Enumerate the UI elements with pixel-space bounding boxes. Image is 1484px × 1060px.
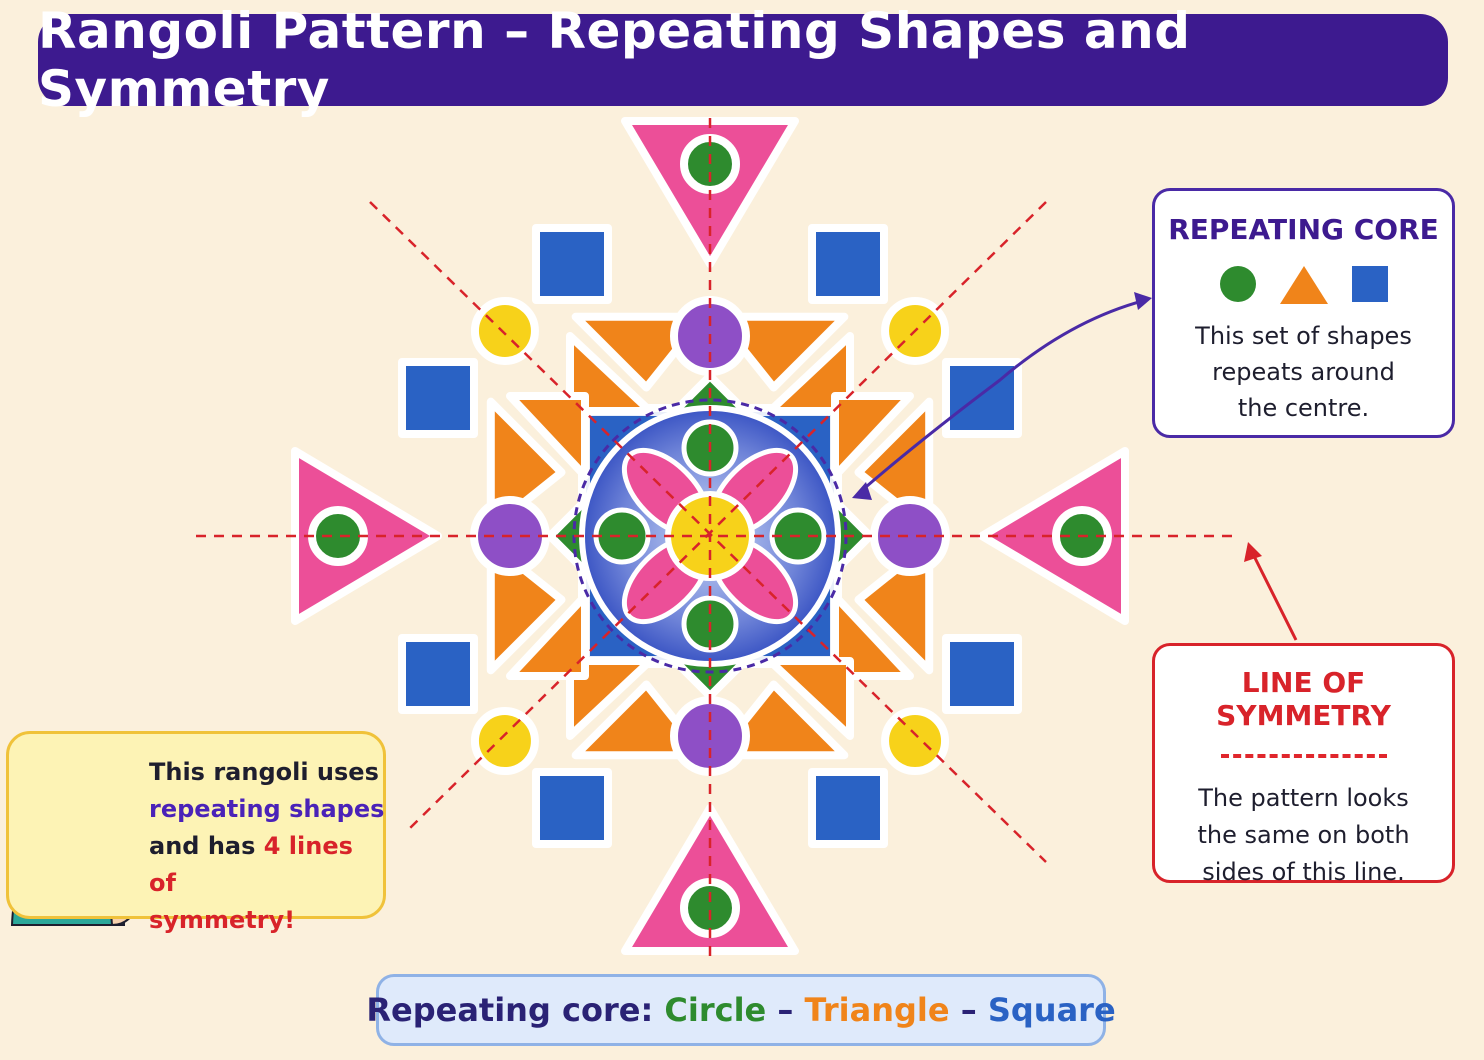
green-circle <box>308 506 368 566</box>
blue-square <box>942 358 1022 438</box>
green-circle-icon <box>1219 266 1256 302</box>
repeating-core-summary: Repeating core: Circle – Triangle – Squa… <box>366 974 1116 1046</box>
yellow-circle <box>881 707 950 776</box>
orange-triangle <box>506 592 589 680</box>
blue-square <box>808 768 888 848</box>
symmetry-line-diagonal <box>369 201 1047 863</box>
inner-green-circle <box>593 507 651 565</box>
blue-square <box>398 634 478 714</box>
yellow-circle <box>470 707 539 776</box>
yellow-circle <box>470 296 539 365</box>
blue-square <box>942 634 1022 714</box>
blue-square-icon <box>1351 266 1388 302</box>
repeating-core-icons <box>1155 262 1452 306</box>
symmetry-arrow-head <box>1244 542 1262 562</box>
line-of-symmetry-text: The pattern looks the same on both sides… <box>1197 784 1410 886</box>
orange-triangle <box>831 592 914 680</box>
line-of-symmetry-heading: LINE OF SYMMETRY <box>1216 666 1391 732</box>
line-of-symmetry-callout: LINE OF SYMMETRY The pattern looks the s… <box>1152 643 1455 886</box>
purple-circle <box>870 496 950 576</box>
repeating-core-callout: REPEATING CORE This set of shapes repeat… <box>1152 188 1455 438</box>
orange-triangle <box>566 657 654 740</box>
symmetry-arrow-line <box>1250 551 1298 641</box>
orange-triangle <box>506 392 589 480</box>
dashed-line-legend <box>1220 754 1387 758</box>
core-arrow-head <box>852 482 872 500</box>
orange-triangle <box>766 657 854 740</box>
kid-note-box: This rangoli uses repeating shapes and h… <box>6 731 386 934</box>
blue-square <box>532 224 612 304</box>
blue-square <box>398 358 478 438</box>
blue-square <box>532 768 612 848</box>
orange-triangle-icon <box>1279 266 1328 304</box>
core-arrow-line <box>859 298 1147 494</box>
kid-note-text: This rangoli uses repeating shapes and h… <box>149 758 385 934</box>
core-arrow-head <box>1134 292 1152 310</box>
blue-square <box>808 224 888 304</box>
orange-triangle <box>566 332 654 415</box>
green-circle <box>680 878 740 938</box>
repeating-core-text: This set of shapes repeats around the ce… <box>1195 322 1412 422</box>
repeating-core-heading: REPEATING CORE <box>1168 213 1439 246</box>
orange-triangle <box>831 392 914 480</box>
orange-triangle <box>766 332 854 415</box>
symmetry-line-diagonal <box>407 201 1047 831</box>
